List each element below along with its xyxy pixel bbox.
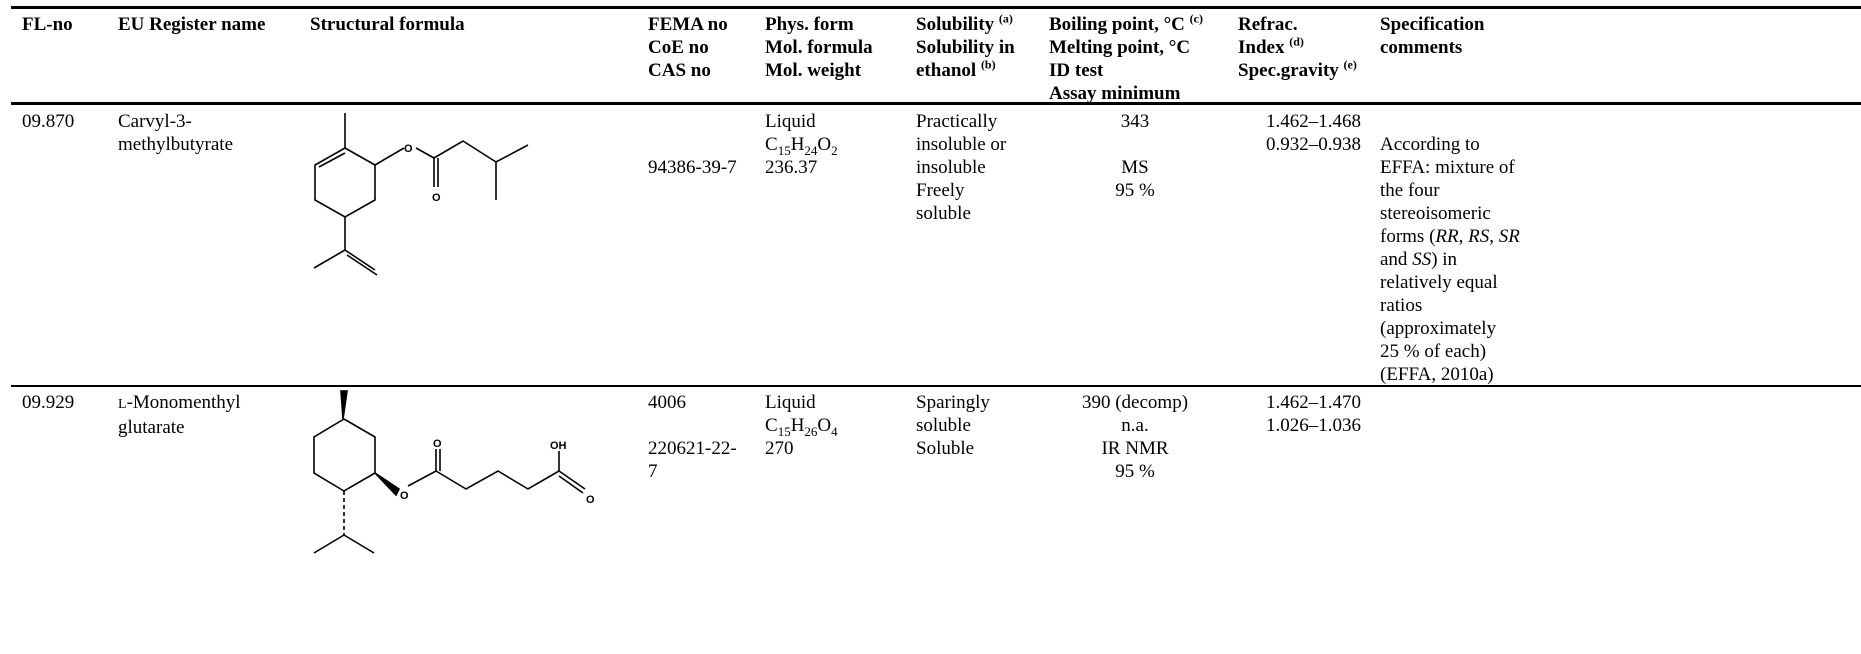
row2-phys-form: Liquid C15H26O4 270 (765, 392, 838, 459)
row2-boiling-point: 390 (decomp) n.a. IR NMR 95 % (1081, 392, 1189, 482)
header-solubility: Solubility (a) Solubility in ethanol (b) (916, 11, 1015, 81)
header-eu-register-name: EU Register name (118, 14, 266, 35)
row2-carbonyl-oxygen-label: O (433, 438, 442, 450)
row2-fl-no: 09.929 (22, 392, 75, 413)
header-fl-no: FL-no (22, 14, 73, 35)
row1-boiling-point: 343 MS 95 % (1115, 111, 1155, 201)
header-phys-form: Phys. form Mol. formula Mol. weight (765, 14, 873, 81)
row2-solubility: Sparingly soluble Soluble (916, 392, 990, 459)
row-separator-rule (11, 385, 1861, 387)
row2-acid-oxygen-label: O (586, 494, 595, 506)
row1-eu-name: Carvyl-3- methylbutyrate (118, 111, 234, 155)
row2-structural-formula: O O OH O (313, 390, 595, 554)
row2-mol-formula: C15H26O4 (765, 415, 838, 439)
row1-refrac-index: 1.462–1.468 0.932–0.938 (1266, 111, 1361, 155)
header-specification-comments: Specification comments (1380, 14, 1485, 58)
header-boiling-point: Boiling point, °C (c) Melting point, °C … (1049, 11, 1203, 104)
row2-eu-name: L-Monomenthyl glutarate (118, 392, 241, 438)
row2-fema-cas: 4006 220621-22- 7 (648, 392, 737, 482)
header-refrac-index: Refrac. Index (d) Spec.gravity (e) (1238, 14, 1357, 81)
row1-fl-no: 09.870 (22, 111, 75, 132)
row1-cas-no: 94386-39-7 (648, 157, 737, 178)
row2-refrac-index: 1.462–1.470 1.026–1.036 (1266, 392, 1361, 436)
row1-structural-formula: O O (313, 113, 529, 276)
row2-ester-oxygen-label: O (400, 490, 409, 502)
row1-solubility: Practically insoluble or insoluble Freel… (916, 111, 1007, 224)
row1-ester-oxygen-label: O (404, 143, 413, 155)
row1-phys-form: Liquid C15H24O2 236.37 (765, 111, 838, 178)
header-bottom-rule (11, 102, 1861, 105)
row1-specification-comment: According to EFFA: mixture of the four s… (1380, 134, 1520, 385)
row1-carbonyl-oxygen-label: O (432, 192, 441, 204)
header-fema-coe-cas: FEMA no CoE no CAS no (648, 14, 728, 81)
table-top-rule (11, 6, 1861, 9)
row2-hydroxyl-label: OH (550, 440, 567, 452)
header-structural-formula: Structural formula (310, 14, 465, 35)
row1-mol-formula: C15H24O2 (765, 134, 838, 158)
